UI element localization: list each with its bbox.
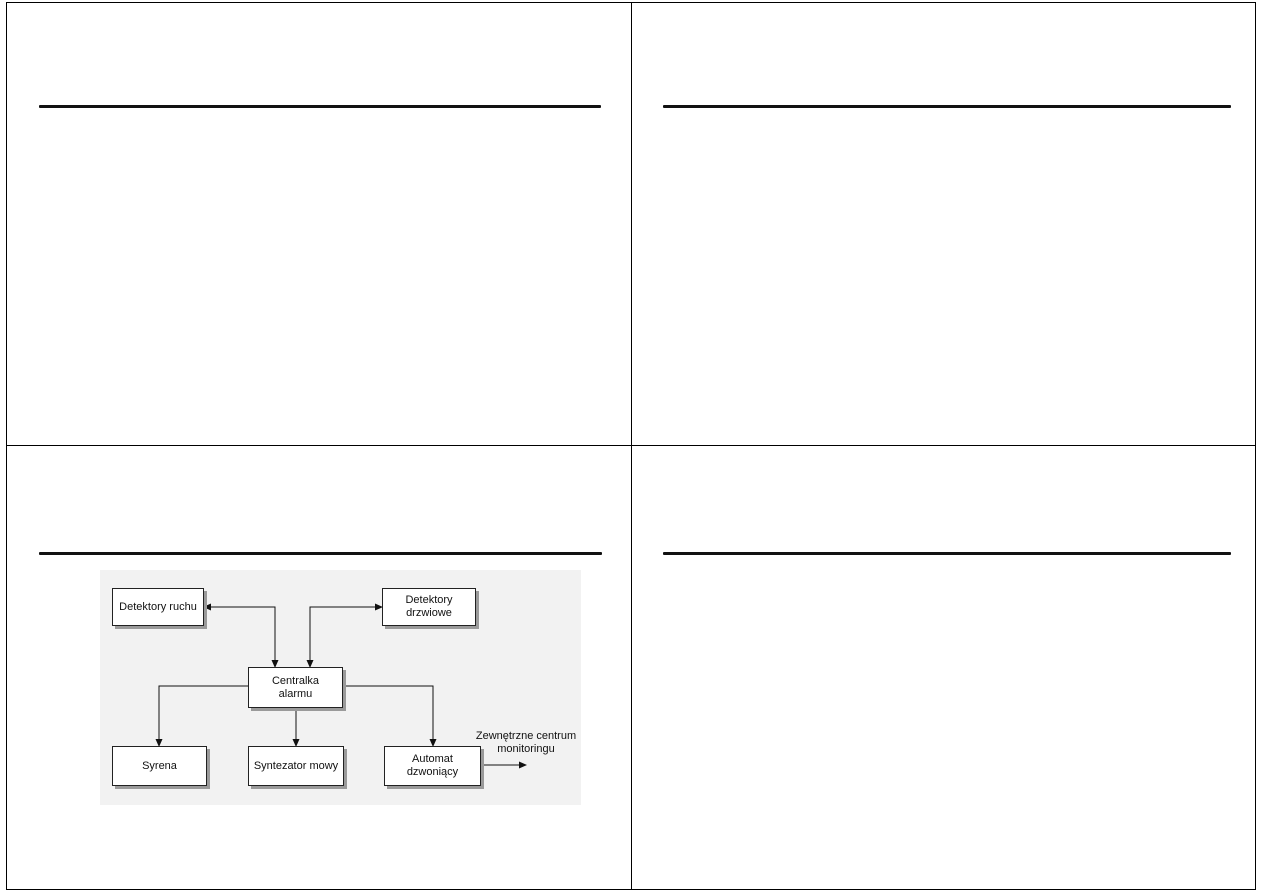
node-speech-synth: Syntezator mowy xyxy=(248,746,344,786)
vertical-divider xyxy=(631,3,632,889)
connector-door-panel xyxy=(306,603,383,668)
handout-sheet: Detektory ruchu Detektory drzwiowe Centr… xyxy=(6,2,1256,890)
connector-motion-panel xyxy=(203,603,279,668)
diagram-connectors xyxy=(155,603,527,769)
slide-2-title-rule xyxy=(663,105,1231,108)
slide-1 xyxy=(7,3,631,445)
external-monitoring-label: Zewnętrzne centrum monitoringu xyxy=(475,730,577,755)
slide-1-title-rule xyxy=(39,105,601,108)
node-siren: Syrena xyxy=(112,746,207,786)
slide-3: Detektory ruchu Detektory drzwiowe Centr… xyxy=(7,446,631,888)
horizontal-divider xyxy=(7,445,1255,446)
node-motion-detectors: Detektory ruchu xyxy=(112,588,204,626)
slide-2 xyxy=(632,3,1256,445)
node-door-detectors: Detektory drzwiowe xyxy=(382,588,476,626)
slide-4-title-rule xyxy=(663,552,1231,555)
connector-panel-siren xyxy=(155,685,248,747)
node-alarm-panel: Centralka alarmu xyxy=(248,667,343,708)
slide-4 xyxy=(632,446,1256,888)
node-auto-dialer: Automat dzwoniący xyxy=(384,746,481,786)
slide-3-title-rule xyxy=(39,552,602,555)
connector-panel-dialer xyxy=(343,685,437,747)
alarm-system-diagram: Detektory ruchu Detektory drzwiowe Centr… xyxy=(100,570,581,805)
